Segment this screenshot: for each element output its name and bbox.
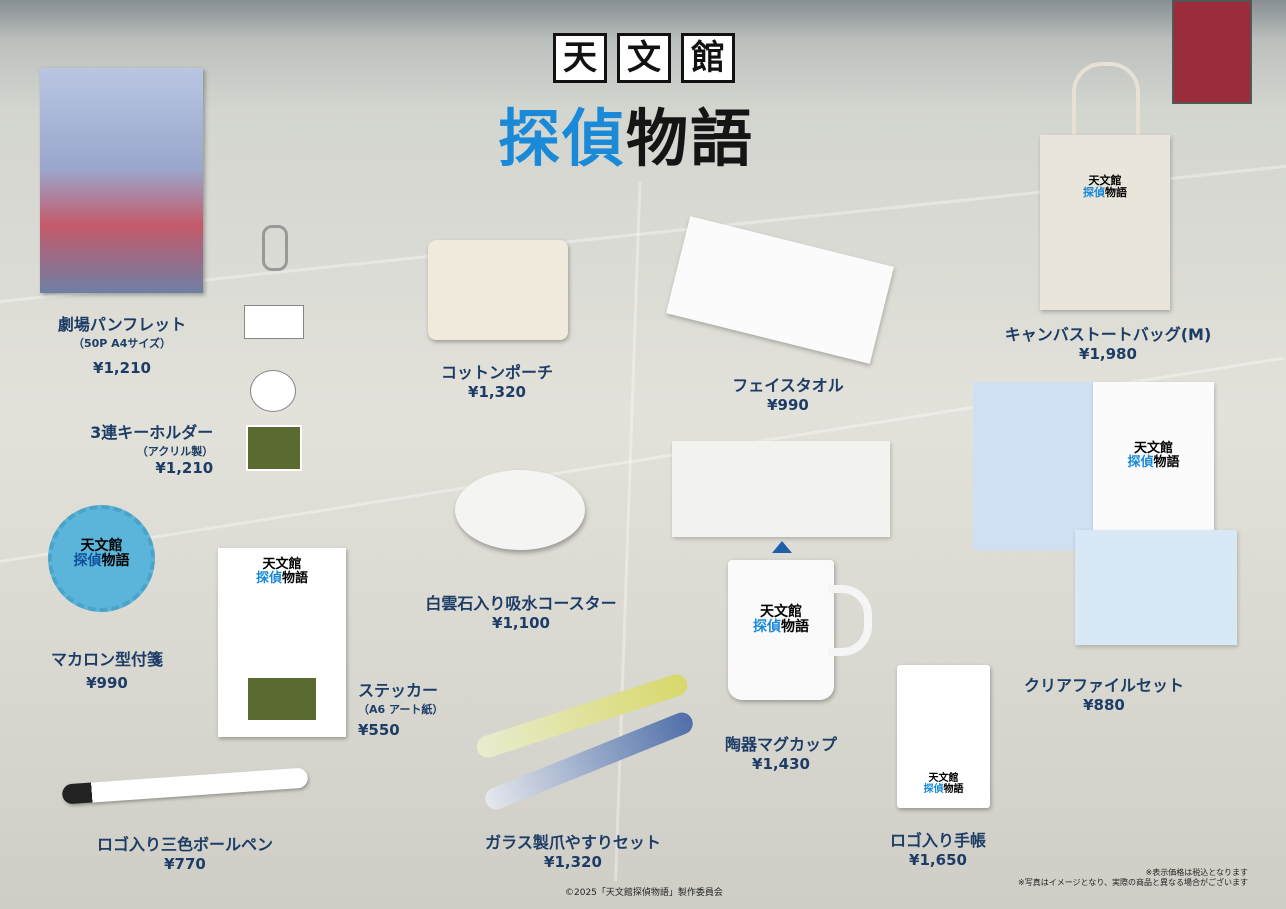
product-sub: （A6 アート紙） [358, 703, 444, 716]
tote-handle [1072, 62, 1140, 146]
macaron-sticky-note-image: 天文館探偵物語 [48, 505, 155, 612]
title-char: 文 [617, 33, 671, 83]
product-name: クリアファイルセット [1023, 676, 1185, 695]
product-cotton-pouch: コットンポーチ ¥1,320 [441, 359, 553, 401]
product-nail-file-set: ガラス製爪やすりセット ¥1,320 [485, 829, 661, 871]
product-ballpoint-pen: ロゴ入り三色ボールペン ¥770 [97, 831, 273, 873]
copyright: ©2025「天文館探偵物語」製作委員会 [565, 888, 723, 898]
tote-bag-image: 天文館探偵物語 [1040, 135, 1170, 310]
product-price: ¥1,210 [93, 359, 151, 377]
product-name: ステッカー [358, 681, 439, 700]
title-char: 館 [681, 33, 735, 83]
background-cart [1172, 0, 1252, 104]
cotton-pouch-image [428, 240, 568, 340]
title-black: 物語 [626, 102, 755, 175]
keyholder-ring [262, 225, 288, 271]
keyholder-logo-piece [244, 305, 304, 339]
mug-handle [828, 585, 872, 656]
product-price: ¥990 [86, 674, 128, 692]
product-name: マカロン型付箋 [50, 650, 164, 669]
product-face-towel: フェイスタオル ¥990 [732, 372, 844, 414]
product-name: ガラス製爪やすりセット [485, 833, 661, 852]
product-price: ¥1,980 [1079, 345, 1137, 363]
title-logo-top: 天 文 館 [553, 33, 735, 83]
clear-file-image-front: 天文館探偵物語 [1093, 382, 1214, 550]
product-tote-bag: キャンバストートバッグ(M) ¥1,980 [1005, 321, 1212, 363]
macaron-logo: 天文館探偵物語 [73, 538, 130, 570]
product-sticker: ステッカー （A6 アート紙） ¥550 [358, 677, 443, 739]
product-sub: （アクリル製） [136, 445, 214, 458]
product-macaron-sticky-note: マカロン型付箋 ¥990 [51, 646, 163, 692]
notebook-image: 天文館探偵物語 [897, 665, 990, 808]
product-price: ¥550 [358, 721, 400, 739]
product-price: ¥990 [767, 396, 809, 414]
product-price: ¥1,430 [752, 755, 810, 773]
product-sub: （50P A4サイズ） [72, 337, 172, 350]
product-name: フェイスタオル [732, 376, 844, 395]
product-price: ¥770 [164, 855, 206, 873]
product-name: 白雲石入り吸水コースター [425, 594, 617, 613]
product-mug: 陶器マグカップ ¥1,430 [725, 731, 837, 773]
product-notebook: ロゴ入り手帳 ¥1,650 [890, 827, 986, 869]
note-photo: ※写真はイメージとなり、実際の商品と異なる場合がございます [1018, 878, 1248, 887]
product-price: ¥1,650 [909, 851, 967, 869]
title-blue: 探偵 [498, 102, 627, 175]
keyholder-bicycle-piece [250, 370, 296, 412]
sticker-sheet-image: 天文館探偵物語 [218, 548, 346, 737]
product-name: キャンバストートバッグ(M) [1004, 325, 1212, 344]
product-price: ¥1,100 [492, 614, 550, 632]
notebook-logo: 天文館探偵物語 [923, 773, 964, 795]
mug-logo: 天文館探偵物語 [753, 604, 809, 636]
coaster-image [455, 470, 585, 550]
sticker-logo: 天文館探偵物語 [255, 557, 309, 587]
pamphlet-image [40, 68, 203, 293]
face-towel-image [666, 216, 894, 364]
product-name: 劇場パンフレット [57, 315, 187, 334]
clear-file-small-image [1075, 530, 1237, 645]
product-keyholder: 3連キーホルダー （アクリル製） ¥1,210 [77, 419, 213, 477]
product-name: ロゴ入り三色ボールペン [96, 835, 274, 854]
sticker-tram [248, 678, 316, 720]
product-pamphlet: 劇場パンフレット （50P A4サイズ） ¥1,210 [58, 311, 186, 377]
arrow-up-icon [772, 541, 792, 553]
clear-file-image [973, 382, 1093, 550]
product-name: 陶器マグカップ [724, 735, 838, 754]
product-name: ロゴ入り手帳 [889, 831, 987, 850]
nail-file-yellow-image [473, 671, 691, 761]
mug-image: 天文館探偵物語 [728, 560, 834, 700]
ballpoint-pen-image [61, 767, 309, 805]
product-price: ¥1,320 [468, 383, 526, 401]
keyholder-tram-piece [246, 425, 302, 471]
product-clear-file-set: クリアファイルセット ¥880 [1024, 672, 1184, 714]
product-name: 3連キーホルダー [90, 423, 214, 442]
product-price: ¥880 [1083, 696, 1125, 714]
title-char: 天 [553, 33, 607, 83]
product-name: コットンポーチ [440, 363, 554, 382]
tote-logo: 天文館探偵物語 [1083, 174, 1127, 200]
mug-box-image [672, 441, 890, 537]
product-price: ¥1,320 [544, 853, 602, 871]
product-price: ¥1,210 [155, 459, 214, 477]
product-coaster: 白雲石入り吸水コースター ¥1,100 [425, 590, 616, 632]
clear-file-logo: 天文館探偵物語 [1127, 441, 1180, 471]
background-line [614, 181, 642, 882]
title-logo-main: 探偵物語 [498, 88, 754, 178]
note-tax: ※表示価格は税込となります [1145, 868, 1248, 877]
